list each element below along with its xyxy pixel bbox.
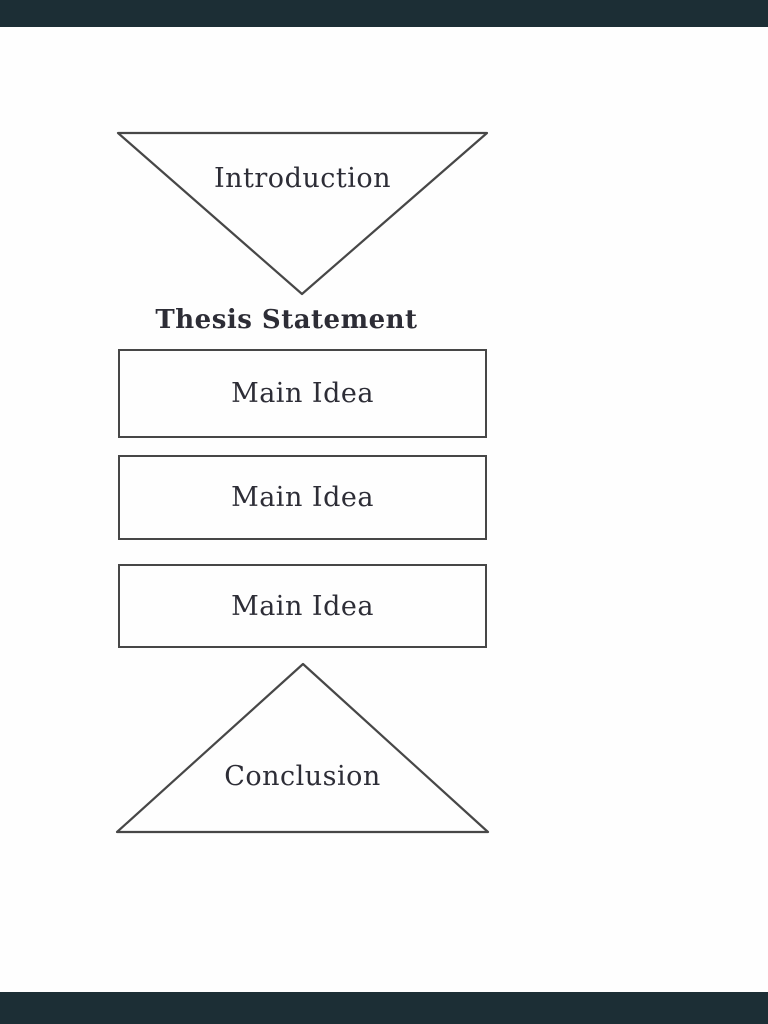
viewer-top-bar [0, 0, 768, 27]
thesis-statement-label: Thesis Statement [155, 305, 418, 335]
conclusion-label: Conclusion [224, 761, 381, 792]
main-idea-label-3: Main Idea [231, 590, 374, 622]
conclusion-triangle [115, 662, 490, 834]
introduction-label: Introduction [214, 163, 391, 194]
main-idea-box-3: Main Idea [118, 564, 487, 648]
main-idea-box-2: Main Idea [118, 455, 487, 540]
main-idea-label-2: Main Idea [231, 482, 374, 513]
viewer-bottom-bar [0, 992, 768, 1024]
introduction-inverted-triangle [116, 131, 489, 296]
main-idea-box-1: Main Idea [118, 349, 487, 438]
main-idea-label-1: Main Idea [231, 378, 374, 409]
